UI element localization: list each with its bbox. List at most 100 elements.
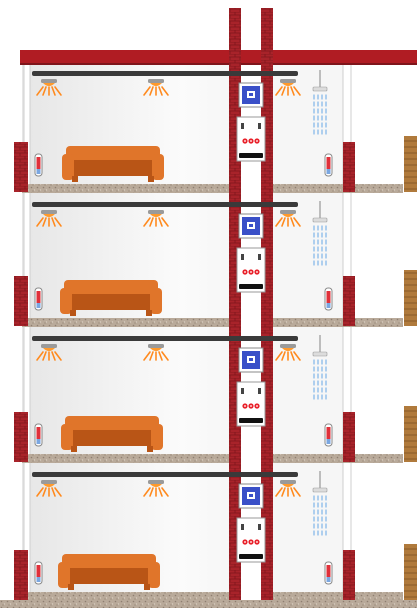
ceiling-rail (32, 71, 298, 76)
radiator-base (239, 418, 263, 423)
radiator-glow (250, 541, 252, 543)
shower-head (313, 488, 327, 492)
heater-bracket (280, 210, 296, 214)
shower-head (313, 87, 327, 91)
sofa-foot (72, 176, 78, 182)
radiator-icon (237, 117, 265, 161)
radiator-pipe (241, 388, 244, 394)
radiator-pipe (241, 524, 244, 530)
boiler-icon (239, 214, 263, 238)
thermostat-mercury (37, 291, 41, 303)
boiler-icon (239, 83, 263, 107)
roof-edge (20, 63, 417, 65)
floor-slab-left (22, 592, 229, 601)
heater-bracket (148, 480, 164, 484)
radiator-glow (244, 541, 246, 543)
sofa-foot (144, 584, 150, 590)
thermostat-icon (325, 562, 332, 584)
boiler-core (249, 224, 253, 227)
thermostat-bulb (327, 439, 331, 444)
heater-bracket (41, 344, 57, 348)
brick-pillar-right (343, 550, 355, 600)
heater-bracket (148, 344, 164, 348)
radiator-pipe (258, 123, 261, 129)
sofa-seat (63, 430, 161, 446)
radiator-glow (250, 405, 252, 407)
thermostat-icon (35, 288, 42, 310)
ceiling-rail (32, 472, 298, 477)
boiler-icon (239, 484, 263, 508)
radiator-icon (237, 382, 265, 426)
radiator-pipe (258, 254, 261, 260)
building (0, 8, 417, 608)
bathroom-wall (272, 62, 344, 597)
ground (0, 600, 417, 608)
radiator-glow (256, 140, 258, 142)
radiator-glow (244, 140, 246, 142)
thermostat-mercury (327, 157, 331, 169)
thermostat-bulb (327, 577, 331, 582)
wood-post (404, 270, 417, 326)
thermostat-bulb (37, 439, 41, 444)
thermostat-bulb (37, 577, 41, 582)
thermostat-bulb (327, 303, 331, 308)
radiator-glow (244, 405, 246, 407)
thermostat-mercury (37, 565, 41, 577)
heater-bracket (280, 79, 296, 83)
radiator-glow (244, 271, 246, 273)
thermostat-icon (325, 424, 332, 446)
thermostat-icon (35, 154, 42, 176)
shower-head (313, 218, 327, 222)
radiator-icon (237, 518, 265, 562)
thermostat-mercury (327, 291, 331, 303)
radiator-base (239, 153, 263, 158)
ceiling-rail (32, 336, 298, 341)
thermostat-icon (35, 562, 42, 584)
sofa-foot (146, 310, 152, 316)
floor-slab-right (273, 454, 403, 463)
thermostat-mercury (327, 427, 331, 439)
heater-bracket (280, 344, 296, 348)
ceiling-rail (32, 202, 298, 207)
radiator-icon (237, 248, 265, 292)
wood-post (404, 136, 417, 192)
floor-slab-right (273, 592, 403, 601)
radiator-pipe (258, 524, 261, 530)
radiator-glow (256, 271, 258, 273)
radiator-glow (250, 271, 252, 273)
brick-pillar-right (343, 142, 355, 192)
heater-bracket (41, 480, 57, 484)
radiator-pipe (241, 254, 244, 260)
heater-bracket (280, 480, 296, 484)
roof-slab (20, 50, 417, 65)
heater-bracket (148, 79, 164, 83)
heater-bracket (148, 210, 164, 214)
sofa-foot (147, 446, 153, 452)
radiator-base (239, 284, 263, 289)
radiator-glow (256, 541, 258, 543)
radiator-pipe (241, 123, 244, 129)
sofa-foot (68, 584, 74, 590)
boiler-core (249, 358, 253, 361)
sofa-foot (70, 310, 76, 316)
brick-pillar-right (343, 276, 355, 326)
thermostat-bulb (327, 169, 331, 174)
wood-post (404, 544, 417, 600)
floor-slab-right (273, 318, 403, 327)
sofa-foot (148, 176, 154, 182)
brick-pillar-left (14, 276, 28, 326)
thermostat-icon (325, 288, 332, 310)
thermostat-icon (35, 424, 42, 446)
sofa-seat (64, 160, 162, 176)
thermostat-bulb (37, 303, 41, 308)
thermostat-icon (325, 154, 332, 176)
sofa-seat (60, 568, 158, 584)
sofa-foot (71, 446, 77, 452)
boiler-core (249, 93, 253, 96)
thermostat-mercury (37, 427, 41, 439)
brick-pillar-right (343, 412, 355, 462)
heater-bracket (41, 79, 57, 83)
brick-pillar-left (14, 550, 28, 600)
sofa-seat (62, 294, 160, 310)
floor-slab-right (273, 184, 403, 193)
